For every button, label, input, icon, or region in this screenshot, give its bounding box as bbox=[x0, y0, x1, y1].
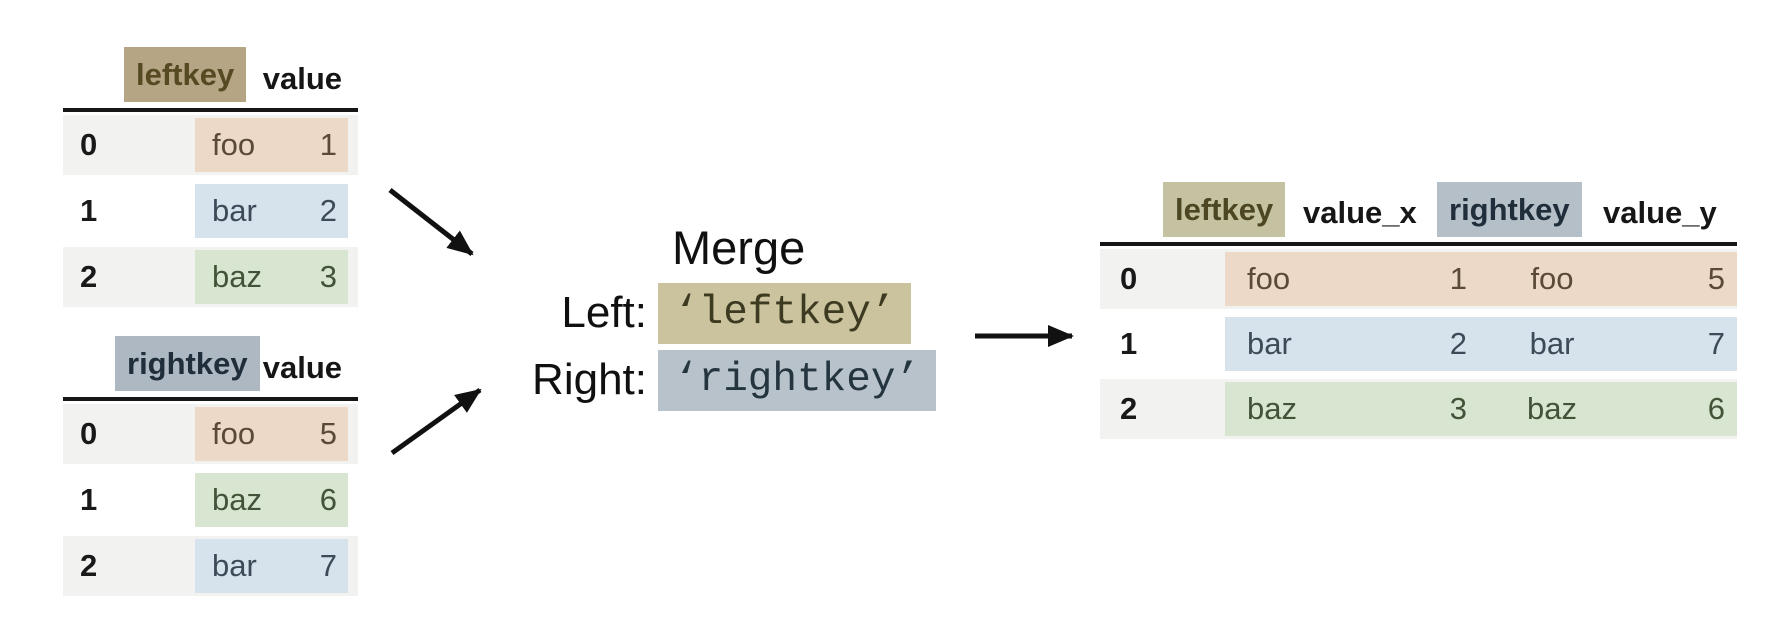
merged-result-table: leftkey value_x rightkey value_y 0 foo 1… bbox=[1100, 178, 1737, 444]
key-value: baz bbox=[212, 259, 262, 294]
row-index: 1 bbox=[80, 482, 98, 517]
num-value: 5 bbox=[319, 416, 337, 451]
rightkey-column-header: rightkey bbox=[115, 336, 260, 391]
row-index: 2 bbox=[80, 548, 98, 583]
value-y-value: 5 bbox=[1707, 261, 1725, 296]
row-cell: bar 2 bbox=[195, 184, 348, 238]
row-index: 0 bbox=[80, 416, 98, 451]
result-table-body: 0 foo 1 foo 5 1 bar 2 bar 7 2 bbox=[1100, 249, 1737, 439]
value-x-column-header: value_x bbox=[1303, 195, 1417, 230]
leftkey-value: baz bbox=[1247, 391, 1297, 426]
leftkey-value: bar bbox=[1247, 326, 1292, 361]
table-row: 0 foo 5 bbox=[63, 404, 358, 464]
value-x-value: 3 bbox=[1449, 391, 1467, 426]
num-value: 7 bbox=[319, 548, 337, 583]
num-value: 3 bbox=[319, 259, 337, 294]
table-row: 1 bar 2 bbox=[63, 181, 358, 241]
row-cell: bar 7 bbox=[195, 539, 348, 593]
row-index: 2 bbox=[80, 259, 98, 294]
row-cell: foo 1 bbox=[195, 118, 348, 172]
num-value: 2 bbox=[319, 193, 337, 228]
value-x-value: 2 bbox=[1449, 326, 1467, 361]
row-index: 1 bbox=[80, 193, 98, 228]
result-table-header: leftkey value_x rightkey value_y bbox=[1100, 178, 1737, 246]
key-value: foo bbox=[212, 127, 256, 162]
left-source-table-body: 0 foo 1 1 bar 2 2 baz 3 bbox=[63, 115, 358, 307]
merge-right-line: Right: ‘rightkey’ bbox=[460, 349, 937, 411]
merge-title: Merge bbox=[672, 221, 806, 274]
row-index: 0 bbox=[1120, 261, 1138, 296]
row-cell: baz 6 bbox=[195, 473, 348, 527]
table-row: 2 bar 7 bbox=[63, 536, 358, 596]
value-column-header: value bbox=[262, 350, 342, 385]
leftkey-code-chip: ‘leftkey’ bbox=[658, 282, 912, 344]
merge-right-label: Right: bbox=[532, 355, 647, 405]
rightkey-value: foo bbox=[1530, 261, 1574, 296]
table-row: 1 bar 2 bar 7 bbox=[1100, 314, 1737, 374]
rightkey-value: bar bbox=[1529, 326, 1575, 361]
key-value: foo bbox=[212, 416, 256, 451]
row-cell: bar 2 bar 7 bbox=[1225, 317, 1737, 371]
right-source-table: rightkey value 0 foo 5 1 baz 6 2 bbox=[63, 333, 358, 602]
right-source-table-header: rightkey value bbox=[63, 333, 358, 401]
table-row: 2 baz 3 baz 6 bbox=[1100, 379, 1737, 439]
value-column-header: value bbox=[262, 61, 342, 96]
row-cell: baz 3 baz 6 bbox=[1225, 382, 1737, 436]
value-y-column-header: value_y bbox=[1603, 195, 1717, 230]
num-value: 6 bbox=[319, 482, 337, 517]
table-row: 0 foo 1 bbox=[63, 115, 358, 175]
leftkey-column-header: leftkey bbox=[124, 47, 247, 102]
leftkey-value: foo bbox=[1247, 261, 1291, 296]
row-cell: foo 5 bbox=[195, 407, 348, 461]
value-y-value: 7 bbox=[1707, 326, 1725, 361]
merge-annotation: Merge Left: ‘leftkey’ Right: ‘rightkey’ bbox=[460, 221, 937, 417]
table-row: 2 baz 3 bbox=[63, 247, 358, 307]
row-cell: baz 3 bbox=[195, 250, 348, 304]
right-source-table-body: 0 foo 5 1 baz 6 2 bar 7 bbox=[63, 404, 358, 596]
key-value: baz bbox=[212, 482, 262, 517]
table-row: 1 baz 6 bbox=[63, 470, 358, 530]
key-value: bar bbox=[212, 548, 257, 583]
row-index: 2 bbox=[1120, 391, 1138, 426]
row-cell: foo 1 foo 5 bbox=[1225, 252, 1737, 306]
leftkey-column-header: leftkey bbox=[1163, 182, 1286, 237]
merge-left-label: Left: bbox=[561, 288, 647, 338]
key-value: bar bbox=[212, 193, 257, 228]
value-y-value: 6 bbox=[1707, 391, 1725, 426]
rightkey-code-chip: ‘rightkey’ bbox=[658, 349, 937, 411]
row-index: 0 bbox=[80, 127, 98, 162]
num-value: 1 bbox=[319, 127, 337, 162]
rightkey-column-header: rightkey bbox=[1437, 182, 1582, 237]
left-source-table-header: leftkey value bbox=[63, 44, 358, 112]
merge-left-line: Left: ‘leftkey’ bbox=[460, 282, 936, 344]
value-x-value: 1 bbox=[1449, 261, 1467, 296]
left-source-table: leftkey value 0 foo 1 1 bar 2 2 bbox=[63, 44, 358, 313]
rightkey-value: baz bbox=[1527, 391, 1577, 426]
table-row: 0 foo 1 foo 5 bbox=[1100, 249, 1737, 309]
row-index: 1 bbox=[1120, 326, 1138, 361]
